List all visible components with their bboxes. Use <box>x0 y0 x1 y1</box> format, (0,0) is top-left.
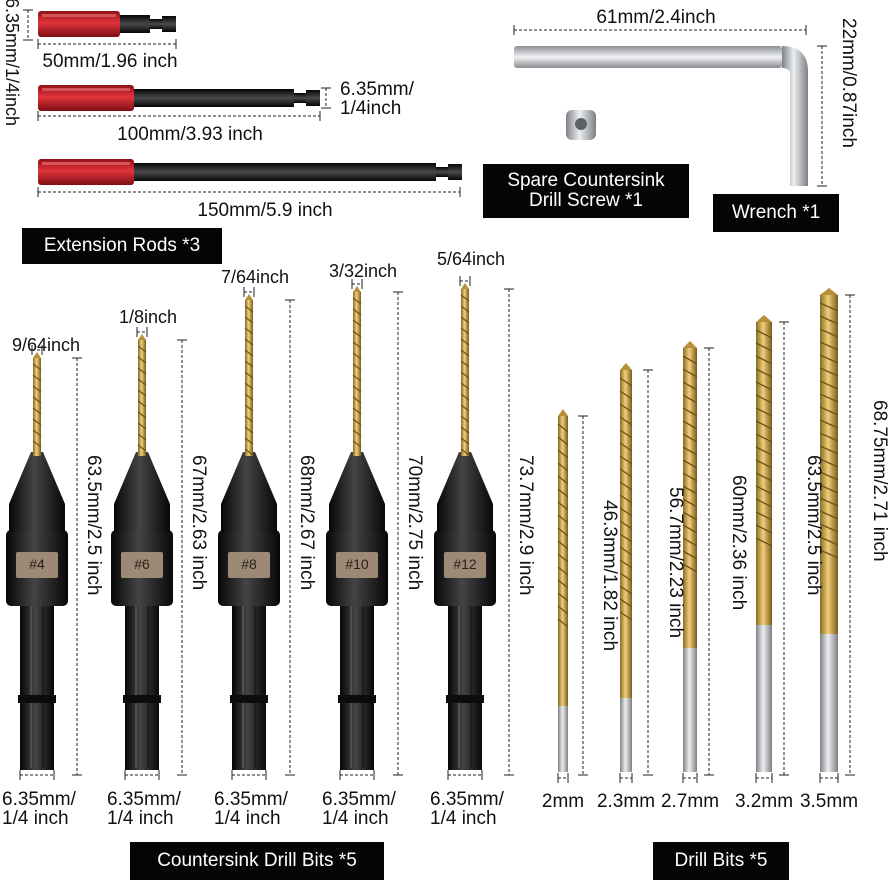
countersink-bit-2-tip-dim <box>136 327 148 337</box>
drill-bit-2-diameter-dim <box>619 773 633 783</box>
countersink-bit-1-length-dim <box>72 357 82 776</box>
rod3-length-label: 150mm/5.9 inch <box>197 200 333 221</box>
drill-bit-3-diameter-label: 2.7mm <box>660 791 720 812</box>
countersink-bit-3-tip-dim <box>243 287 255 297</box>
drill-bit-1-diameter-label: 2mm <box>541 791 585 812</box>
countersink-bit-3-length-dim <box>285 299 295 776</box>
drill-bit-5-diameter-label: 3.5mm <box>799 791 859 812</box>
countersink-bit-1-shank-dim <box>19 770 55 780</box>
countersink-bit-5-shank-dim <box>447 770 483 780</box>
drill-bit-2-length-label: 56.7mm/2.23 inch <box>665 487 686 639</box>
countersink-bits <box>6 283 496 770</box>
countersink-bit-1-tip-label: 9/64inch <box>11 335 81 355</box>
drill-bit-1-diameter-dim <box>557 773 569 783</box>
rod1-length-dim <box>37 39 177 49</box>
drill-bits-caption: Drill Bits *5 <box>653 842 789 880</box>
countersink-bit-2-tip-label: 1/8inch <box>118 307 178 327</box>
countersink-bit-1-tip-dim <box>31 345 43 355</box>
countersink-bit-5 <box>434 283 496 770</box>
hex-wrench <box>514 46 808 186</box>
countersink-bit-3-length-label: 68mm/2.67 inch <box>296 455 317 591</box>
rod1-length-label: 50mm/1.96 inch <box>42 51 178 72</box>
drill-bit-1 <box>557 409 569 772</box>
wrench-height-dim <box>817 45 827 187</box>
rod2-shank-dim <box>321 87 331 109</box>
drill-bit-5-length-dim <box>845 294 855 776</box>
countersink-bit-4-shank-dim <box>339 770 375 780</box>
rod1-shank-dim <box>23 9 33 41</box>
countersink-bit-3 <box>218 294 280 770</box>
countersink-bit-2-shank-dim <box>124 770 160 780</box>
wrench-short-arm <box>782 46 808 186</box>
drill-bit-3 <box>682 341 698 772</box>
countersink-bit-5-length-label: 73.7mm/2.9 inch <box>515 455 536 596</box>
countersink-bit-2-length-dim <box>177 339 187 776</box>
drill-bit-4-length-dim <box>779 321 789 776</box>
countersink-bit-3-tip-label: 7/64inch <box>220 267 290 287</box>
wrench-length-label: 61mm/2.4inch <box>596 7 716 28</box>
rod2-length-dim <box>37 111 321 121</box>
rod3-length-dim <box>37 187 461 197</box>
drill-bit-4 <box>755 315 773 772</box>
rod2-length-label: 100mm/3.93 inch <box>117 124 263 145</box>
drill-bit-5-length-label: 68.75mm/2.71 inch <box>869 400 888 562</box>
drill-bit-2-diameter-label: 2.3mm <box>596 791 656 812</box>
extension-rods-caption: Extension Rods *3 <box>22 228 222 264</box>
countersink-bit-2 <box>111 334 173 770</box>
countersink-bit-5-tip-dim <box>459 276 471 286</box>
countersink-bit-4-number-label: #10 <box>345 556 369 572</box>
countersink-bit-5-shank-label: 6.35mm/ 1/4 inch <box>430 789 504 829</box>
drill-bit-2 <box>619 363 633 772</box>
rod2-shank-label: 6.35mm/ 1/4inch <box>340 79 414 119</box>
spare-screw <box>566 110 596 140</box>
wrench-long-arm <box>514 46 782 68</box>
countersink-bit-4-tip-dim <box>351 279 363 289</box>
countersink-bit-4 <box>326 286 388 770</box>
twist-drill-bits <box>557 288 839 772</box>
countersink-bit-3-shank-label: 6.35mm/ 1/4 inch <box>214 789 288 829</box>
drill-bit-4-length-label: 63.5mm/2.5 inch <box>803 455 824 596</box>
countersink-bit-5-number-label: #12 <box>453 556 477 572</box>
countersink-bit-3-number-label: #8 <box>241 556 257 572</box>
drill-bit-3-diameter-dim <box>682 773 698 783</box>
drill-bit-2-length-dim <box>643 369 653 776</box>
countersink-bit-1-shank-label: 6.35mm/ 1/4 inch <box>2 789 76 829</box>
drill-bit-5-diameter-dim <box>819 773 839 783</box>
dimension-lines <box>19 9 855 783</box>
drill-bit-5 <box>819 288 839 772</box>
countersink-bit-1 <box>6 352 68 770</box>
rod-shank-side-label: 6.35mm/1/4inch <box>2 0 22 127</box>
drill-bit-3-length-dim <box>704 347 714 776</box>
wrench-height-label: 22mm/0.87inch <box>838 18 859 148</box>
drill-bit-3-length-label: 60mm/2.36 inch <box>728 475 749 611</box>
countersink-caption: Countersink Drill Bits *5 <box>130 842 384 880</box>
drill-bit-1-length-label: 46.3mm/1.82 inch <box>599 500 620 652</box>
wrench-length-dim <box>513 25 807 35</box>
countersink-bit-2-shank-label: 6.35mm/ 1/4 inch <box>107 789 181 829</box>
countersink-bit-4-tip-label: 3/32inch <box>328 261 398 281</box>
rod-150mm <box>38 159 462 185</box>
drill-bit-1-length-dim <box>578 415 588 776</box>
countersink-bit-3-shank-dim <box>231 770 267 780</box>
wrench-caption: Wrench *1 <box>713 194 839 232</box>
countersink-bit-4-shank-label: 6.35mm/ 1/4 inch <box>322 789 396 829</box>
countersink-bit-2-length-label: 67mm/2.63 inch <box>188 455 209 591</box>
rod-50mm <box>38 11 176 37</box>
countersink-bit-5-tip-label: 5/64inch <box>436 249 506 269</box>
spare-screw-caption: Spare Countersink Drill Screw *1 <box>483 164 689 218</box>
countersink-bit-1-number-label: #4 <box>29 556 45 572</box>
drill-bit-4-diameter-dim <box>755 773 773 783</box>
countersink-bit-4-length-dim <box>393 291 403 776</box>
rod-100mm <box>38 85 320 111</box>
countersink-bit-4-length-label: 70mm/2.75 inch <box>404 455 425 591</box>
drill-bit-4-diameter-label: 3.2mm <box>734 791 794 812</box>
countersink-bit-1-length-label: 63.5mm/2.5 inch <box>83 455 104 596</box>
countersink-bit-2-number-label: #6 <box>134 556 150 572</box>
extension-rods <box>38 11 462 185</box>
countersink-bit-5-length-dim <box>504 288 514 776</box>
